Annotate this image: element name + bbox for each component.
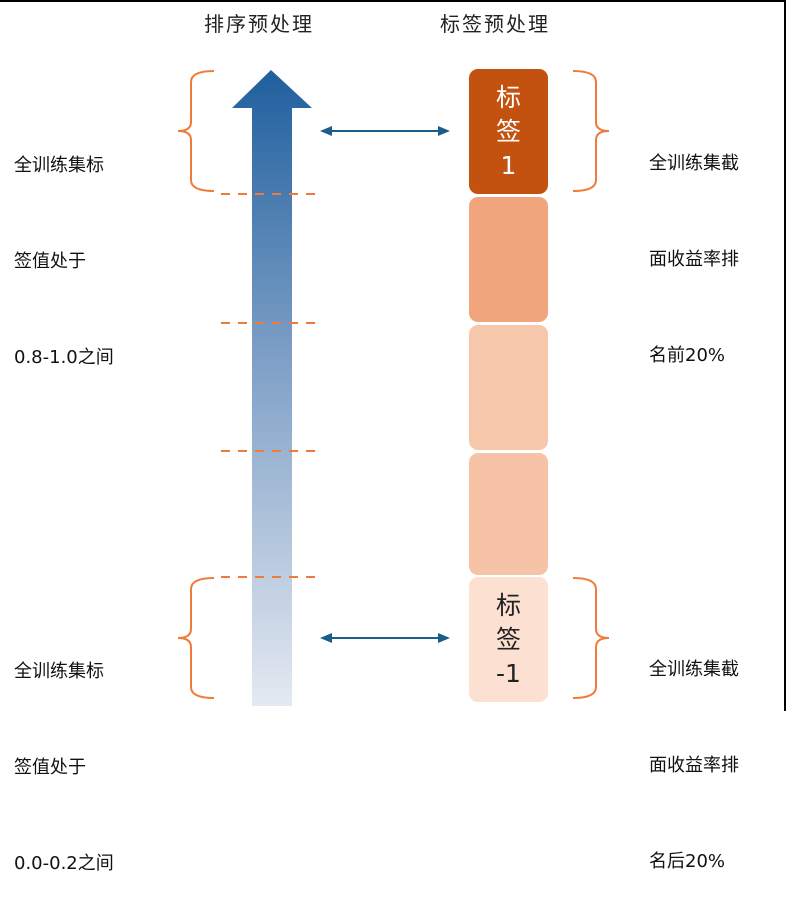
label-box-2: [469, 197, 548, 322]
quintile-dividers: [221, 193, 323, 578]
rank-gradient-arrow: [232, 70, 312, 706]
right-top-bracket: [572, 70, 610, 192]
frame-right-border: [784, 0, 786, 711]
label-box-5-char1: 标: [495, 590, 521, 620]
right-top-line-2: 面收益率排: [649, 249, 739, 270]
label-box-3: [469, 325, 548, 450]
left-top-line-2: 签值处于: [14, 251, 86, 272]
label-box-5-value: -1: [496, 658, 521, 688]
diagram-canvas: [177, 70, 610, 706]
right-top-line-1: 全训练集截: [649, 153, 739, 174]
frame-top-border: [0, 0, 786, 2]
label-box-1-char1: 标: [495, 82, 521, 112]
left-top-line-3: 0.8-1.0之间: [14, 347, 114, 368]
rank-preprocess-title: 排序预处理: [204, 12, 314, 36]
label-preprocess-title: 标签预处理: [440, 12, 550, 36]
right-bottom-bracket: [572, 577, 610, 699]
left-bottom-bracket: [177, 577, 215, 699]
left-bottom-line-2: 签值处于: [14, 757, 86, 778]
right-bottom-line-3: 名后20%: [649, 851, 726, 872]
label-box-1-char2: 签: [495, 116, 521, 146]
right-bottom-line-1: 全训练集截: [649, 659, 739, 680]
top-connector-arrow: [320, 126, 450, 136]
label-box-1-value: 1: [500, 150, 517, 180]
left-top-description: 全训练集标 签值处于 0.8-1.0之间: [14, 86, 114, 406]
label-box-5: 标 签 -1: [469, 577, 548, 702]
left-bottom-line-3: 0.0-0.2之间: [14, 853, 114, 874]
left-top-line-1: 全训练集标: [14, 155, 104, 176]
label-box-5-char2: 签: [495, 624, 521, 654]
bottom-connector-arrow: [320, 633, 450, 643]
left-bottom-description: 全训练集标 签值处于 0.0-0.2之间: [14, 592, 114, 912]
right-top-line-3: 名前20%: [649, 345, 726, 366]
left-top-bracket: [177, 70, 215, 192]
left-bottom-line-1: 全训练集标: [14, 661, 104, 682]
right-bottom-description: 全训练集截 面收益率排 名后20%: [649, 590, 739, 910]
right-top-description: 全训练集截 面收益率排 名前20%: [649, 84, 739, 404]
label-box-1: 标 签 1: [469, 69, 548, 194]
label-box-4: [469, 453, 548, 575]
right-bottom-line-2: 面收益率排: [649, 755, 739, 776]
